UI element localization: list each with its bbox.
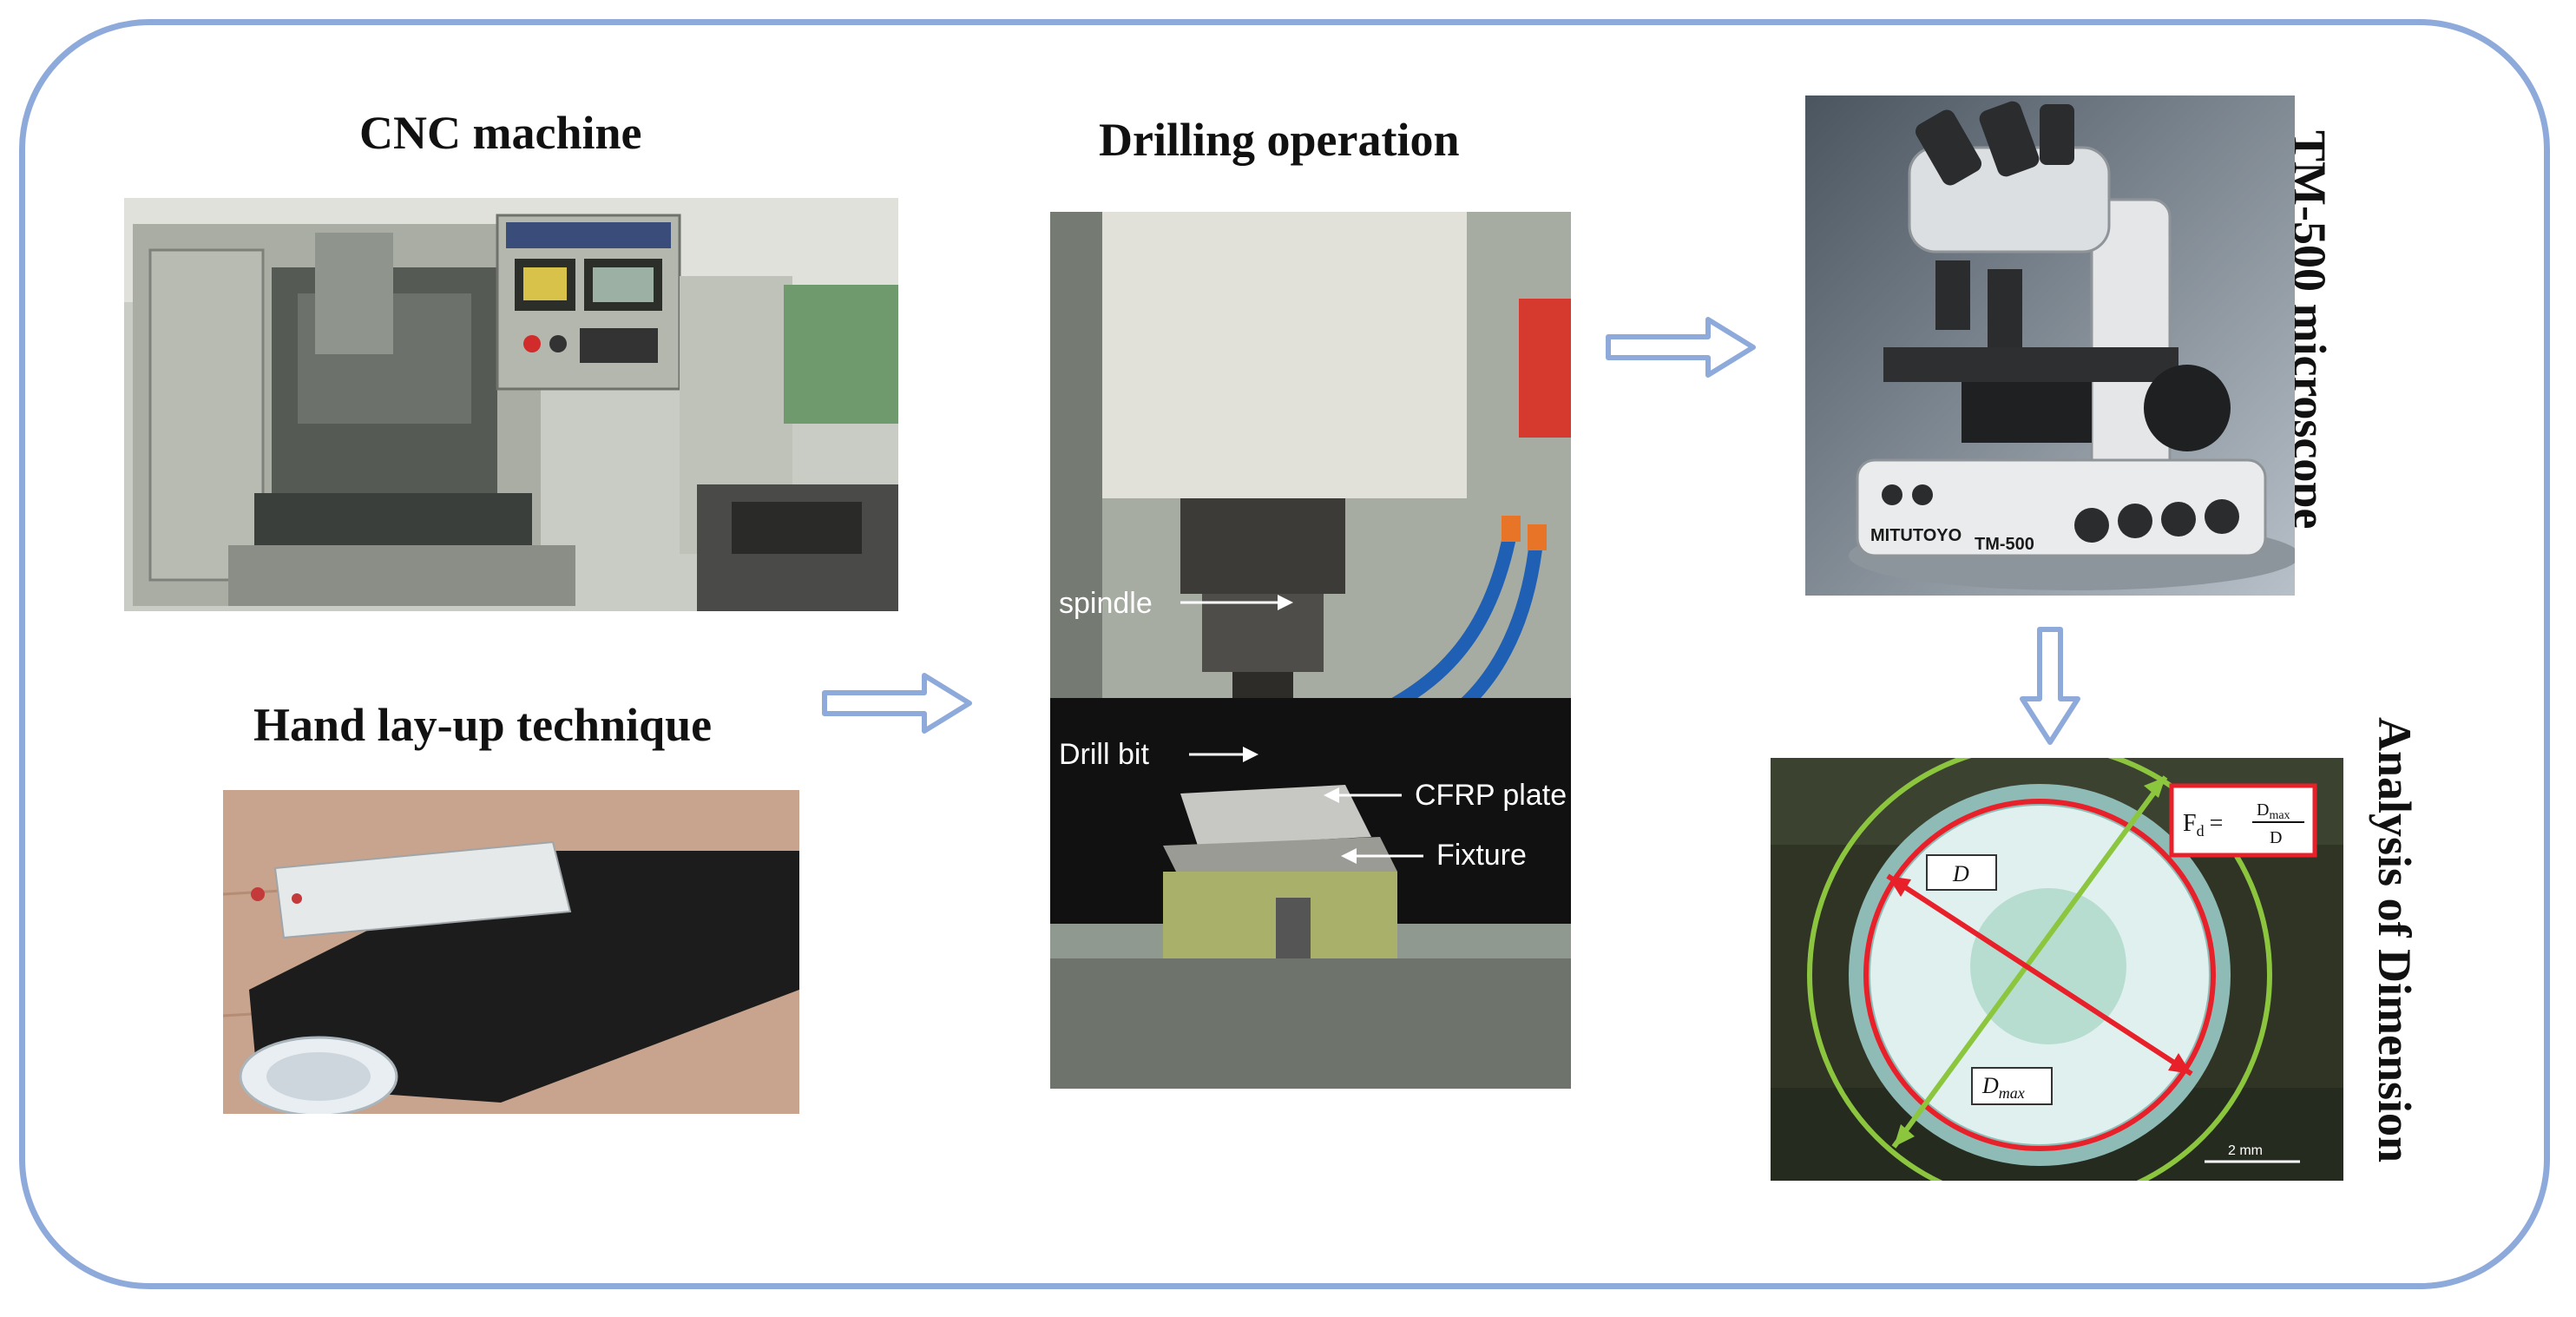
drilling-callouts: spindle Drill bit CFRP plate Fixture: [1059, 587, 1567, 872]
brand-tm500: TM-500: [1975, 535, 2034, 554]
drilling-operation-photo: [1050, 212, 1571, 1089]
arrow-drilling-to-microscope: [1606, 317, 1756, 378]
title-analysis-of-dimension: Analysis of Dimension: [2369, 717, 2421, 1163]
analysis-photo: D Dmax Fd= Dmax D 2 mm: [1771, 758, 2343, 1181]
outer-frame: [19, 19, 2550, 1289]
arrow-handlayup-to-drilling: [822, 673, 972, 734]
label-spindle: spindle: [1059, 587, 1153, 620]
title-drilling-operation: Drilling operation: [1099, 114, 1460, 166]
formula-numerator: Dmax: [2257, 800, 2290, 822]
formula-lhs: Fd=: [2183, 810, 2223, 840]
label-drill-bit: Drill bit: [1059, 738, 1149, 771]
scale-bar-label: 2 mm: [2228, 1143, 2263, 1158]
dmax-label: Dmax: [1981, 1073, 2025, 1102]
label-cfrp-plate: CFRP plate: [1415, 779, 1567, 812]
label-fixture: Fixture: [1436, 839, 1527, 872]
brand-mitutoyo: MITUTOYO: [1870, 526, 1962, 545]
formula-denominator: D: [2270, 828, 2282, 847]
hand-layup-photo: [223, 790, 799, 1114]
arrow-microscope-to-analysis: [2020, 627, 2080, 745]
title-hand-layup: Hand lay-up technique: [253, 699, 713, 751]
title-cnc-machine: CNC machine: [359, 107, 642, 159]
cnc-machine-photo: [124, 198, 898, 611]
d-label: D: [1952, 861, 1969, 886]
microscope-photo: MITUTOYO TM-500: [1805, 95, 2295, 596]
